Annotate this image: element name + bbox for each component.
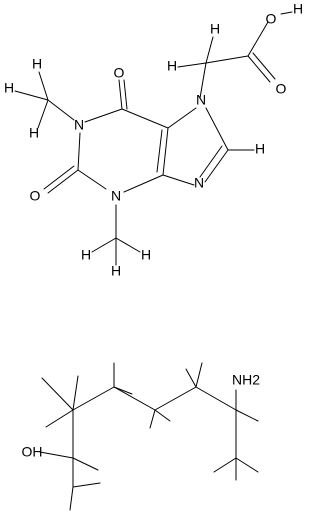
- atom-label: H: [29, 125, 39, 141]
- bond-h-10: [154, 409, 171, 422]
- bond-h-4: [69, 486, 74, 511]
- atom-label: H: [141, 247, 151, 263]
- bond-c4-c5-b: [156, 129, 163, 173]
- bond-c6-o-a: [118, 79, 123, 110]
- bond-h-6: [72, 457, 99, 471]
- atom-label: H: [4, 80, 14, 96]
- bond-n7-c5: [167, 107, 197, 129]
- bond-n3-c4: [123, 174, 164, 193]
- atom-label: H: [210, 21, 220, 37]
- bond-n1-me: [47, 99, 75, 121]
- bond-c2-o-a: [47, 169, 79, 194]
- bond-h-9: [149, 409, 156, 429]
- bond-c4-c5: [113, 386, 156, 411]
- molecule-theophylline-acetic-acid: O H O H N N N N O O H H H H H H H H: [4, 1, 303, 279]
- bond-cooh-oh: [247, 21, 269, 57]
- bond-c5-c6: [121, 108, 169, 129]
- bond-c2-o-b: [43, 165, 75, 190]
- atom-label: H: [111, 263, 121, 279]
- bond-cooh-double-o-b: [252, 52, 276, 80]
- bond-h-12: [185, 368, 197, 388]
- bond-h-1: [41, 377, 74, 411]
- structure-canvas: O H O H N N N N O O H H H H H H H H: [4, 1, 303, 511]
- bond-me1-h-b: [38, 71, 49, 101]
- atom-label: H: [167, 58, 177, 74]
- bond-h-15: [235, 457, 259, 473]
- bond-ch2-h-b: [205, 36, 214, 64]
- bond-h-11: [195, 362, 203, 388]
- atom-label: N: [111, 188, 121, 204]
- bond-ch2-h-a: [177, 62, 207, 68]
- bond-o-h: [280, 11, 293, 15]
- atom-label: N: [196, 92, 206, 108]
- bond-n1-c2: [77, 132, 81, 171]
- bond-me3-h-a: [91, 237, 117, 253]
- atom-label: NH2: [232, 372, 260, 388]
- atom-label: N: [194, 175, 204, 191]
- bond-c8-n9-b: [199, 145, 223, 178]
- bond-c2-o: [39, 451, 74, 459]
- bond-me1-h-c: [37, 99, 49, 129]
- bond-h-5: [72, 482, 101, 488]
- bond-me1-h-a: [14, 90, 49, 101]
- bond-h-13: [235, 409, 259, 422]
- bond-c6-n1: [84, 108, 123, 123]
- atom-label: O: [266, 11, 277, 27]
- bond-c2-c4: [72, 386, 115, 411]
- bond-c6-c7: [195, 386, 237, 411]
- bond-h-2: [72, 375, 79, 411]
- bond-c6-o-b: [123, 79, 128, 110]
- bond-n9-c4: [162, 174, 195, 186]
- molecule-aminoheptanol: NH2 OH: [22, 362, 260, 511]
- bond-ch2-cooh: [205, 55, 249, 64]
- bond-n7-c8: [205, 107, 229, 151]
- atom-label: O: [276, 81, 287, 97]
- bond-c5-c6: [154, 386, 197, 411]
- atom-label: H: [255, 141, 265, 157]
- atom-label: H: [32, 56, 42, 72]
- atom-label: OH: [22, 444, 43, 460]
- bond-h-14: [213, 457, 237, 473]
- bond-me3-h-b: [115, 237, 141, 253]
- bond-c8-n9-a: [204, 149, 229, 183]
- atom-label: H: [81, 247, 91, 263]
- bond-c2-n3: [77, 169, 107, 190]
- bond-ch2-n7: [199, 62, 207, 99]
- bond-h-8: [113, 386, 133, 395]
- bond-h-3: [45, 409, 74, 428]
- bond-c4-c5-a: [162, 127, 169, 176]
- bond-cooh-double-o-a: [247, 55, 271, 83]
- atom-label: N: [74, 117, 84, 133]
- atom-label: O: [114, 65, 125, 81]
- atom-label: H: [293, 1, 303, 17]
- atom-label: O: [30, 188, 41, 204]
